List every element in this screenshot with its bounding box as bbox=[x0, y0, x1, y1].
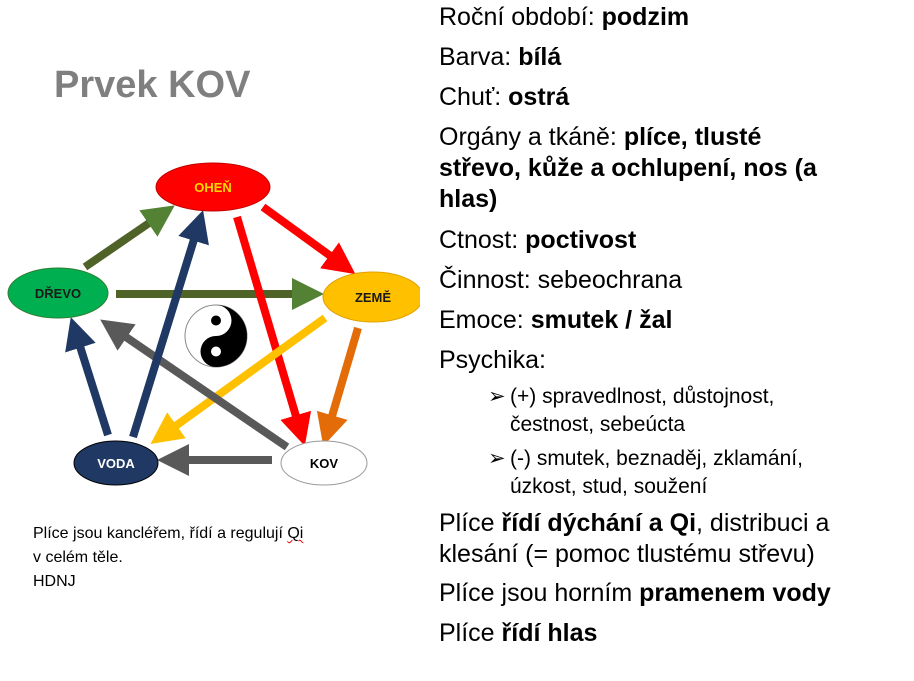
arrow-kov-drevo bbox=[100, 319, 290, 451]
psyche-positive: ➢(+) spravedlnost, důstojnost, čestnost,… bbox=[488, 385, 775, 436]
svg-text:DŘEVO: DŘEVO bbox=[35, 286, 81, 301]
node-ohen: OHEŇ bbox=[155, 162, 271, 212]
activity: Činnost: sebeochrana bbox=[439, 266, 683, 294]
note-qi: Qi bbox=[287, 525, 304, 542]
svg-text:VODA: VODA bbox=[97, 456, 135, 471]
note-line: Plíce jsou kancléřem, řídí a regulují bbox=[33, 525, 288, 542]
season: Roční období: podzim bbox=[439, 3, 690, 31]
psyche-label: Psychika: bbox=[439, 346, 546, 374]
organs-cont: hlas) bbox=[439, 185, 498, 213]
lungs-voice: Plíce řídí hlas bbox=[439, 619, 598, 647]
color: Barva: bílá bbox=[439, 43, 562, 71]
arrow-zeme-voda bbox=[150, 314, 328, 445]
node-zeme: ZEMĚ bbox=[322, 271, 420, 323]
virtue: Ctnost: poctivost bbox=[439, 226, 637, 254]
lungs-water: Plíce jsou horním pramenem vody bbox=[439, 579, 831, 607]
node-voda: VODA bbox=[73, 440, 159, 486]
note-source: HDNJ bbox=[33, 573, 76, 590]
taste: Chuť: ostrá bbox=[439, 83, 570, 111]
slide-title: Prvek KOV bbox=[54, 64, 251, 106]
lungs-breathing: Plíce řídí dýchání a Qi, distribuci a bbox=[439, 509, 830, 537]
yin-yang-icon bbox=[184, 304, 248, 368]
organs-cont: střevo, kůže a ochlupení, nos (a bbox=[439, 154, 817, 182]
note-line: v celém těle. bbox=[33, 549, 123, 566]
arrow-ohen-kov bbox=[233, 215, 312, 447]
svg-text:ZEMĚ: ZEMĚ bbox=[355, 290, 391, 305]
svg-text:OHEŇ: OHEŇ bbox=[194, 180, 232, 195]
arrow-voda-ohen bbox=[129, 210, 209, 439]
arrow-zeme-kov bbox=[316, 326, 362, 447]
arrow-bullet-icon: ➢ bbox=[488, 385, 506, 408]
note-text: Plíce jsou kancléřem, řídí a regulují Qi… bbox=[33, 522, 303, 594]
organs: Orgány a tkáně: plíce, tlusté bbox=[439, 123, 762, 151]
node-kov: KOV bbox=[280, 440, 368, 486]
five-elements-diagram: OHEŇ DŘEVO ZEMĚ VODA KOV bbox=[7, 162, 420, 486]
emotion: Emoce: smutek / žal bbox=[439, 306, 673, 334]
svg-text:KOV: KOV bbox=[310, 456, 339, 471]
arrow-voda-drevo bbox=[65, 317, 112, 437]
arrow-ohen-zeme bbox=[260, 203, 356, 275]
arrow-bullet-icon: ➢ bbox=[488, 447, 506, 470]
psyche-negative: ➢(-) smutek, beznaděj, zklamání, úzkost,… bbox=[488, 447, 803, 498]
arrow-drevo-ohen bbox=[82, 205, 175, 271]
lungs-breathing-cont: klesání (= pomoc tlustému střevu) bbox=[439, 540, 815, 568]
node-drevo: DŘEVO bbox=[7, 267, 109, 319]
